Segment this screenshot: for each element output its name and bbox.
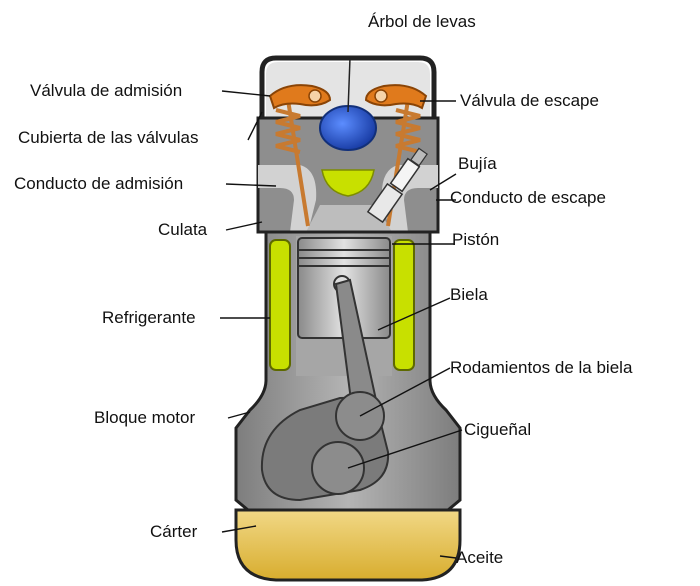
- leader-lines: [220, 90, 463, 559]
- label-cigueñal: Cigueñal: [464, 420, 532, 439]
- oil-pan: [234, 508, 462, 582]
- label-bujia: Bujía: [458, 154, 497, 173]
- label-carter: Cárter: [150, 522, 198, 541]
- valve-cover: [259, 55, 437, 118]
- spark-plug: [366, 147, 428, 224]
- label-valvula-escape: Válvula de escape: [460, 91, 599, 110]
- label-conducto-escape: Conducto de escape: [450, 188, 606, 207]
- intake-valve-spring: [275, 108, 301, 154]
- coolant-left: [269, 239, 291, 371]
- cam-lobe: [321, 169, 375, 197]
- label-culata: Culata: [158, 220, 208, 239]
- crankshaft-main: [311, 441, 365, 495]
- label-rodamientos-biela: Rodamientos de la biela: [450, 358, 633, 377]
- label-bloque-motor: Bloque motor: [94, 408, 196, 427]
- label-cubierta-valvulas: Cubierta de las válvulas: [18, 128, 199, 147]
- label-piston: Pistón: [452, 230, 500, 249]
- label-conducto-admision: Conducto de admisión: [14, 174, 184, 193]
- camshaft: [319, 105, 377, 151]
- label-arbol-de-levas: Árbol de levas: [368, 12, 476, 31]
- intake-valve-stem: [286, 99, 310, 227]
- label-biela: Biela: [450, 285, 488, 304]
- label-valvula-admision: Válvula de admisión: [30, 81, 183, 100]
- coolant-right: [393, 239, 415, 371]
- label-aceite: Aceite: [456, 548, 504, 567]
- label-refrigerante: Refrigerante: [102, 308, 196, 327]
